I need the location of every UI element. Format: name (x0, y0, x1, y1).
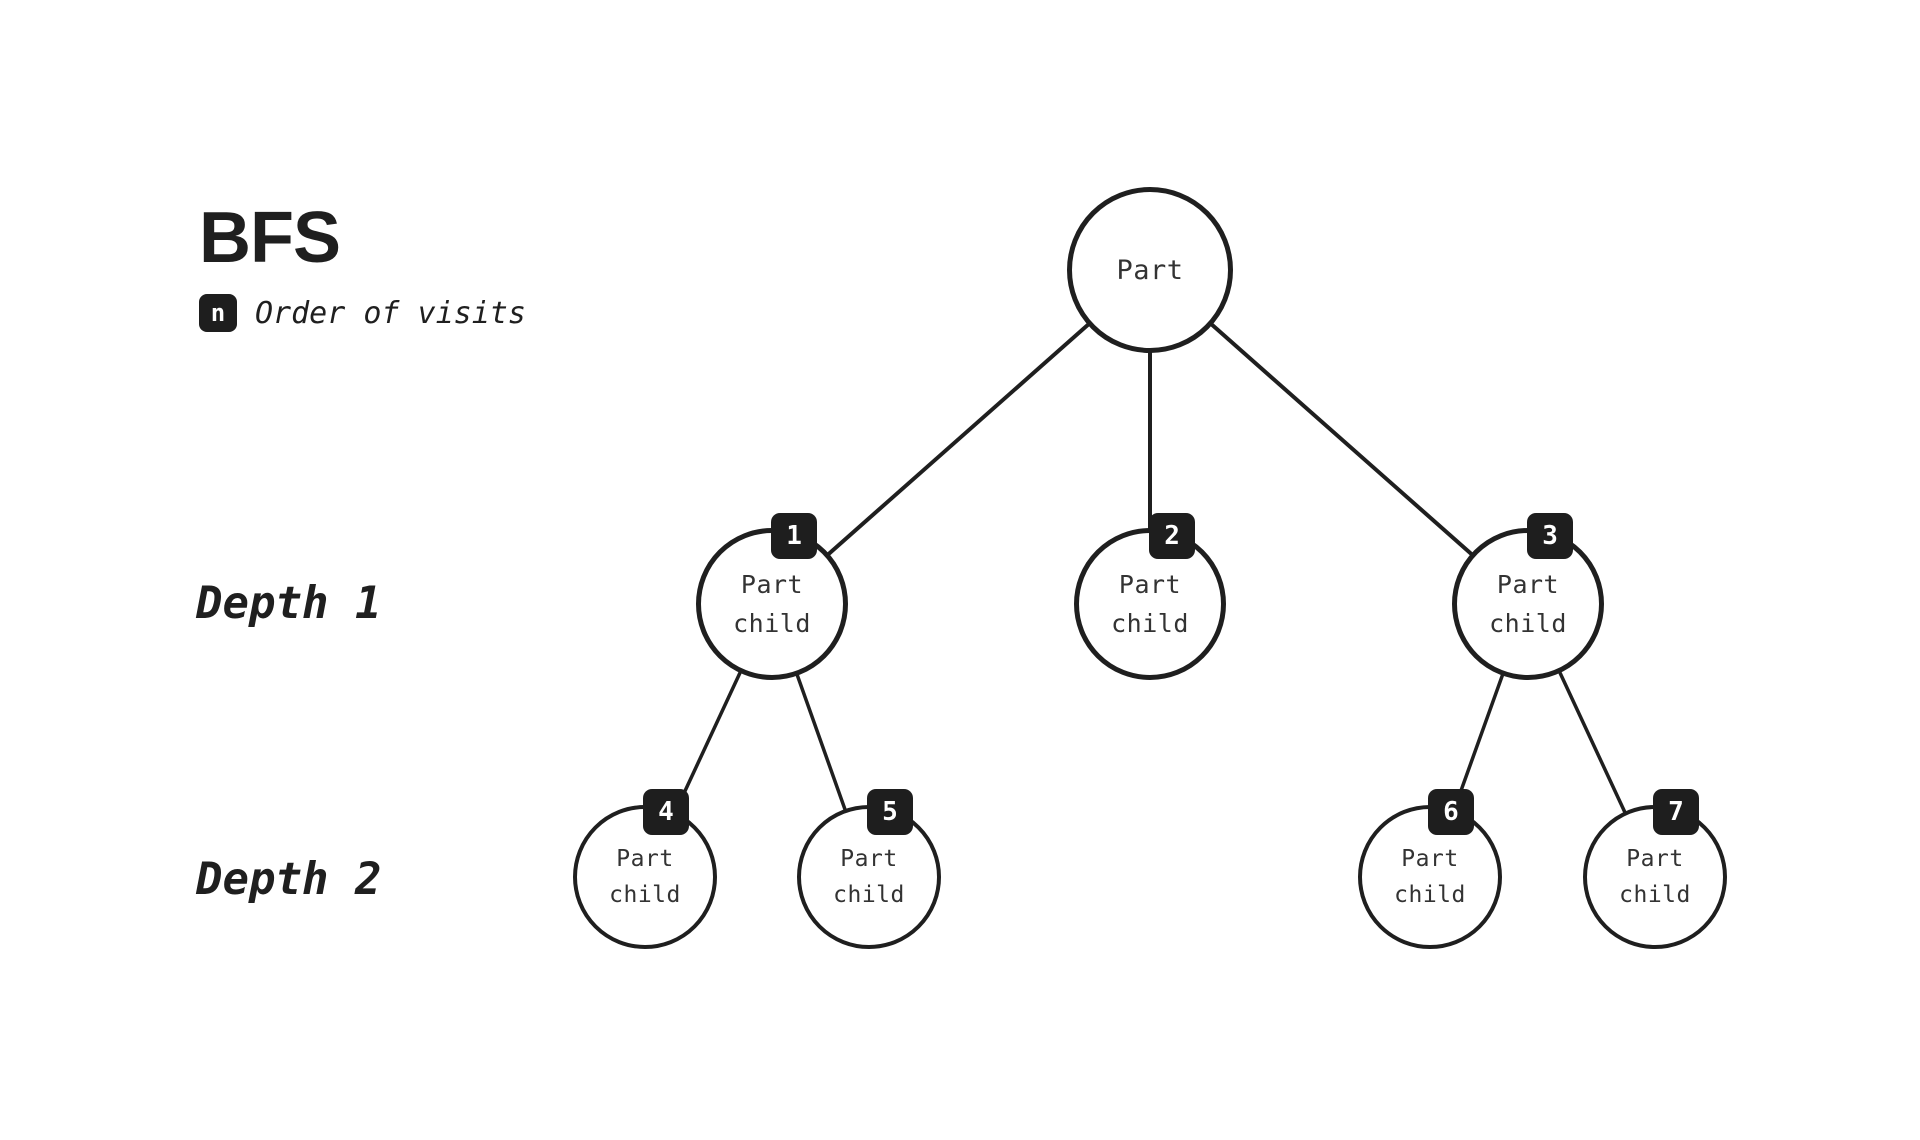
node-label-line2: child (1489, 609, 1567, 638)
visit-order-badge-5: 5 (866, 789, 913, 836)
depth-label-1: Depth 1 (196, 578, 382, 629)
visit-order-badge-7: 7 (1652, 789, 1699, 836)
page-title: BFS (199, 198, 341, 278)
depth-label-2: Depth 2 (196, 854, 382, 905)
node-label-line2: child (609, 882, 681, 908)
legend-row: n Order of visits (199, 294, 719, 332)
tree-edge (795, 674, 847, 811)
node-label-line1: Part (616, 846, 674, 872)
tree-edge (1210, 322, 1474, 556)
node-label-line2: child (1394, 882, 1466, 908)
node-label-line2: child (1111, 609, 1189, 638)
tree-node-root[interactable]: Part (1067, 187, 1233, 353)
node-label-line1: Part (740, 570, 804, 599)
tree-node-d1c[interactable]: Part child (1452, 528, 1604, 680)
visit-order-badge-6: 6 (1427, 789, 1474, 836)
node-label-line1: Part (1496, 570, 1560, 599)
legend-description: Order of visits (255, 295, 526, 331)
node-label-line2: child (833, 882, 905, 908)
tree-edge (826, 322, 1090, 556)
legend-order-badge: n (199, 294, 237, 332)
visit-order-badge-2: 2 (1149, 512, 1196, 559)
legend-block: BFS n Order of visits (199, 200, 719, 332)
visit-order-badge-4: 4 (642, 789, 689, 836)
node-label-line1: Part (1118, 570, 1182, 599)
visit-order-badge-1: 1 (771, 512, 818, 559)
node-label-line1: Part (1626, 846, 1684, 872)
node-label-line2: child (733, 609, 811, 638)
tree-edge (1558, 671, 1627, 814)
node-label-line2: child (1619, 882, 1691, 908)
node-label-line1: Part (1116, 254, 1184, 286)
visit-order-badge-3: 3 (1527, 512, 1574, 559)
node-label-line1: Part (840, 846, 898, 872)
node-label-line1: Part (1401, 846, 1459, 872)
